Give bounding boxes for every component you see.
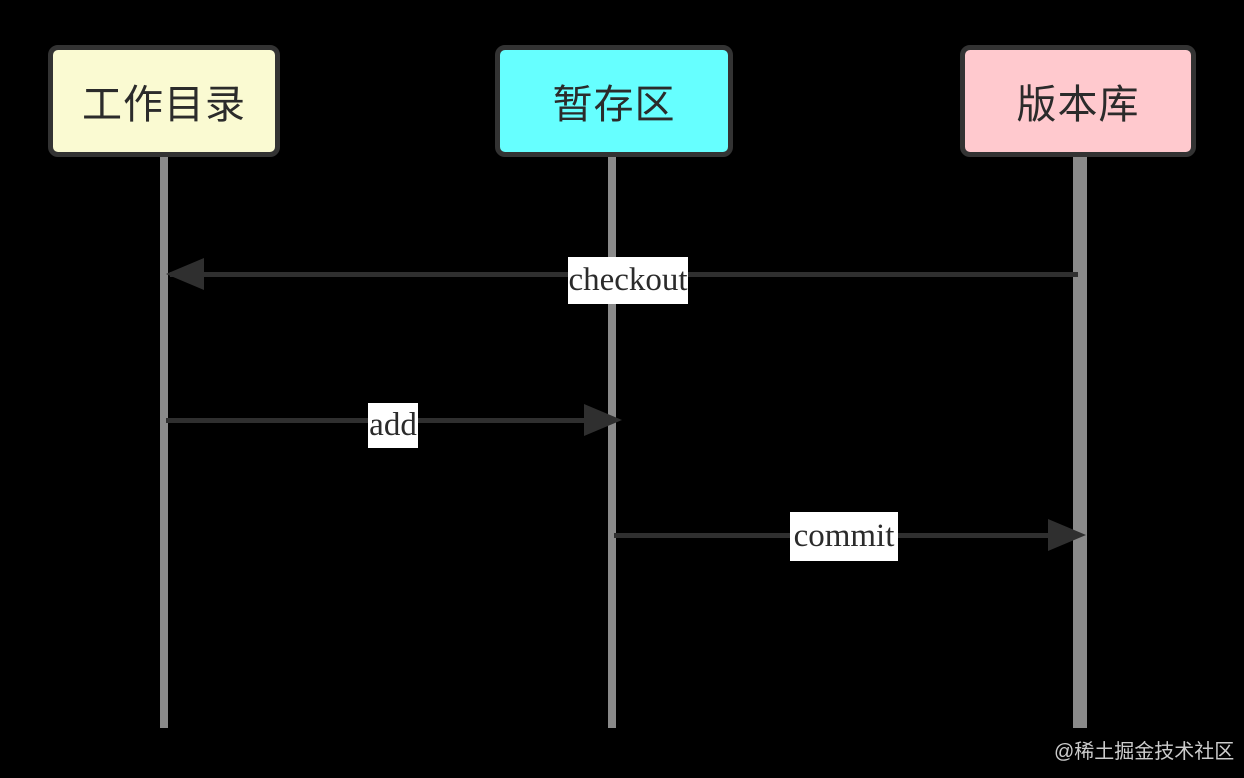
lifeline-repository [1073, 156, 1087, 728]
add-message-label: add [368, 403, 418, 448]
commit-arrowhead-right-icon [1048, 519, 1086, 551]
actor-box-staging-area: 暂存区 [495, 45, 733, 157]
checkout-arrowhead-left-icon [166, 258, 204, 290]
lifeline-working-directory [160, 156, 168, 728]
actor-box-working-directory: 工作目录 [48, 45, 280, 157]
actor-box-repository: 版本库 [960, 45, 1196, 157]
actor-label-staging-area: 暂存区 [552, 82, 676, 127]
lifeline-staging-area [608, 156, 616, 728]
actor-label-working-directory: 工作目录 [82, 82, 246, 127]
watermark-text: @稀土掘金技术社区 [1054, 741, 1235, 763]
add-arrowhead-right-icon [584, 404, 622, 436]
actor-label-repository: 版本库 [1016, 82, 1140, 127]
checkout-message-label: checkout [568, 257, 688, 304]
commit-message-label: commit [790, 512, 898, 561]
